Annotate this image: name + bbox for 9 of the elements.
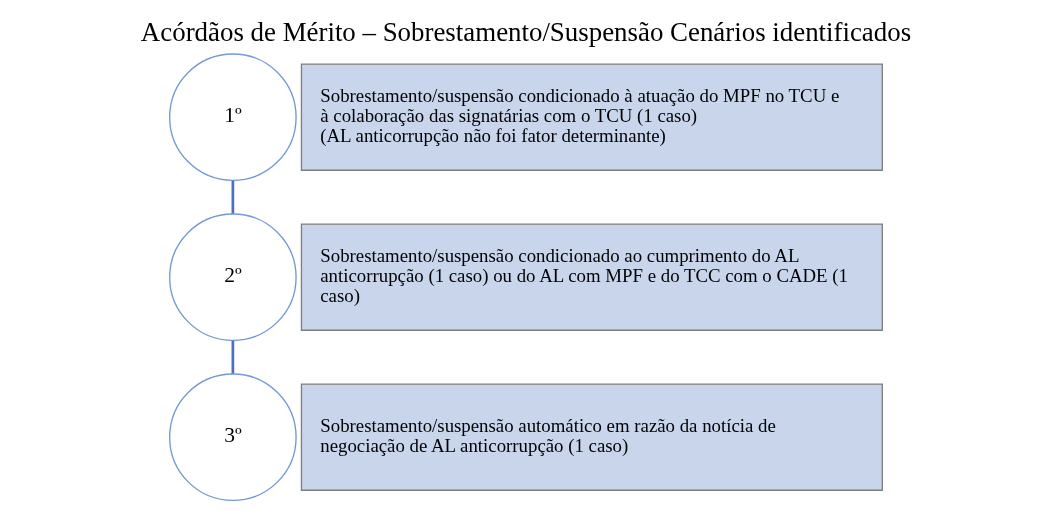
node-circle: 1º — [168, 53, 297, 182]
node-circle: 2º — [168, 213, 297, 342]
node-box: Sobrestamento/suspensão condicionado à atuação do MPF no TCU e à colaboração das signatárias com o TCU (1 caso) (AL anticorrupção não foi fator determinante) — [300, 63, 883, 171]
diagram-title: Acórdãos de Mérito – Sobrestamento/Suspensão Cenários identificados — [140, 16, 911, 47]
connector — [231, 180, 234, 214]
connector — [231, 340, 234, 374]
node-box: Sobrestamento/suspensão automático em razão da notícia de negociação de AL anticorrupção (1 caso) — [300, 383, 883, 491]
node-box: Sobrestamento/suspensão condicionado ao cumprimento do AL anticorrupção (1 caso) ou do AL com MPF e do TCC com o CADE (1 caso) — [300, 223, 883, 331]
node-circle: 3º — [168, 373, 297, 502]
